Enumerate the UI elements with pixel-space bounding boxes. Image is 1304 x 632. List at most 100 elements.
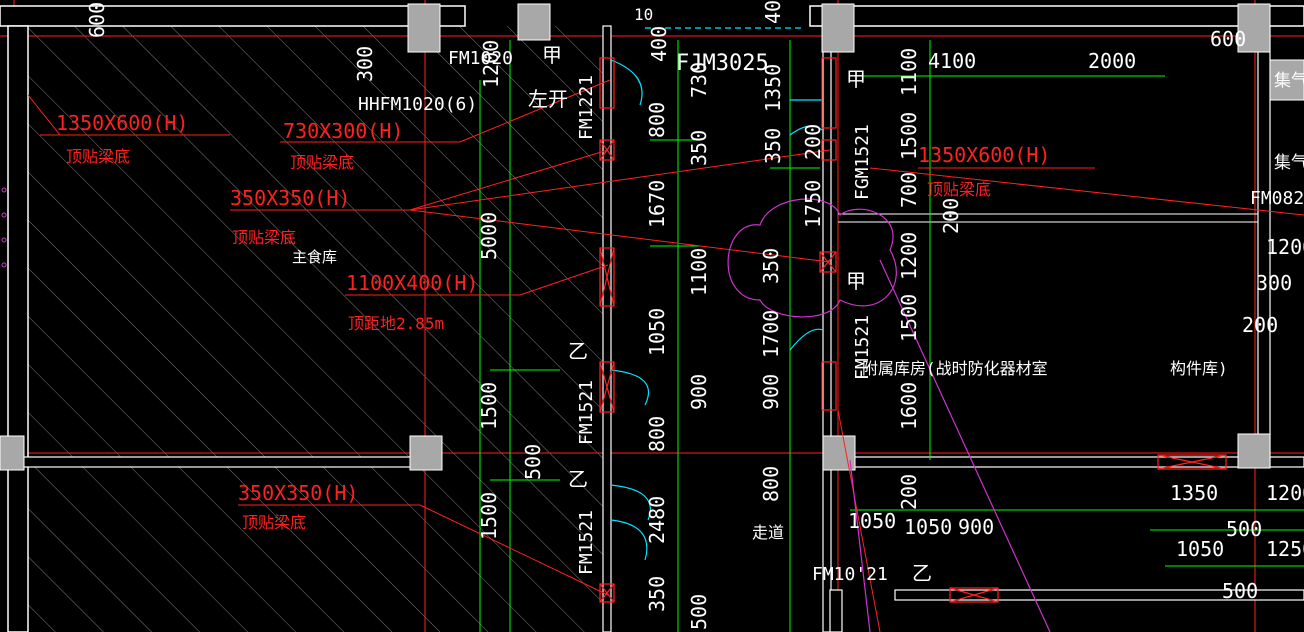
wall-bottom-right	[894, 589, 1304, 601]
dim-800-c: 800	[759, 466, 783, 502]
magenta-line-1	[879, 259, 1051, 632]
door-frame-5	[599, 583, 615, 603]
dim-1100-b: 1100	[687, 248, 711, 296]
dim-300: 300	[353, 46, 377, 82]
room-collect-1: 集气	[1274, 71, 1304, 91]
dim-2480: 2480	[645, 496, 669, 544]
door-tag-fm1521-b: FM1521	[576, 510, 597, 575]
dim-500-b: 500	[1226, 517, 1262, 541]
beam-6-size: 350X350(H)	[238, 481, 358, 505]
door-swing-fm1221	[610, 59, 643, 106]
marker-circle-1	[1, 187, 7, 193]
dim-1100-v: 1100	[897, 48, 921, 96]
marker-circle-3	[1, 237, 7, 243]
dim-1200-c: 1200	[1266, 481, 1304, 505]
door-frame-2-x2	[599, 139, 615, 161]
door-frame-4	[599, 361, 615, 413]
dimension-texts: 600 300 1200 400 400 730 1350 1100 800 3…	[85, 0, 1304, 630]
door-frames	[599, 57, 1227, 603]
door-tag-jia-2: 甲	[846, 67, 866, 91]
leader-3a	[409, 149, 609, 211]
door-frame-6	[821, 57, 837, 129]
room-annex-storage: 附属库房(战时防化器材室	[862, 359, 1048, 378]
door-tag-fm1020: FM1020	[448, 48, 513, 69]
door-frame-3	[599, 247, 615, 307]
column-2	[517, 3, 551, 41]
dim-1250: 1250	[1266, 537, 1304, 561]
dim-1050-d: 1050	[1176, 537, 1224, 561]
column-4	[1237, 3, 1271, 53]
hatch-area-left	[28, 26, 603, 632]
column-5	[409, 435, 443, 471]
door-frame-4-x2	[599, 361, 615, 413]
marker-circle-4	[1, 262, 7, 268]
column-6	[822, 435, 856, 471]
door-tag-fgm1521: FGM1521	[852, 124, 873, 200]
leader-lines	[27, 79, 1304, 632]
dim-900-b: 900	[759, 374, 783, 410]
dim-900-a: 900	[687, 374, 711, 410]
door-frame-1	[599, 57, 615, 109]
wall-corridor-left	[602, 25, 612, 632]
beam-1-note: 顶贴梁底	[66, 147, 130, 166]
dim-400-top: 400	[761, 0, 785, 24]
door-frame-10	[1157, 454, 1227, 470]
beam-6-note: 顶贴梁底	[242, 513, 306, 532]
annotation-texts: 1350X600(H) 顶贴梁底 730X300(H) 顶贴梁底 350X350…	[56, 111, 1050, 532]
leader-6b	[419, 504, 609, 596]
dim-350-a: 350	[687, 130, 711, 166]
dim-2000: 2000	[1088, 49, 1136, 73]
leader-7	[837, 409, 881, 632]
dim-1350-v: 1350	[761, 64, 785, 112]
door-tag-fm1521-c: FM1521	[852, 315, 873, 380]
room-main-food-store: 主食库	[292, 248, 337, 266]
dim-1200-a: 1200	[1266, 235, 1304, 259]
door-tag-left-open: 左开	[528, 87, 568, 111]
door-tag-num-10: 10	[634, 5, 653, 24]
dim-600-right: 600	[1210, 27, 1246, 51]
dim-1500-b: 1500	[897, 294, 921, 342]
door-frame-8-x2	[819, 251, 837, 273]
leader-1b	[27, 94, 61, 136]
leader-2b	[459, 79, 611, 143]
dim-5000: 5000	[477, 212, 501, 260]
column-8	[0, 435, 25, 471]
door-frame-10-x2	[1157, 454, 1227, 470]
dim-300-b: 300	[1256, 271, 1292, 295]
dim-600-left: 600	[85, 2, 109, 38]
doors-symbols	[610, 27, 824, 561]
dim-200-d: 200	[897, 474, 921, 510]
room-parts-store: 构件库)	[1170, 359, 1228, 378]
dim-1200-top: 1200	[479, 40, 503, 88]
dim-200-c: 200	[1242, 313, 1278, 337]
dim-200-a: 200	[801, 124, 825, 160]
room-corridor: 走道	[752, 523, 784, 542]
dim-1050-b: 1050	[848, 509, 896, 533]
dim-350-d: 350	[645, 576, 669, 612]
wall-left	[7, 25, 29, 632]
door-swing-fgm	[789, 125, 823, 136]
dim-1050-c: 1050	[904, 515, 952, 539]
dim-1600: 1600	[897, 382, 921, 430]
white-texts: FM1020 甲 FJM3025 HHFM1020(6) 左开 10 甲 甲 乙…	[292, 5, 1304, 585]
magenta-cloud	[727, 198, 897, 318]
beam-3-size: 350X350(H)	[230, 186, 350, 210]
door-tag-yi-1: 乙	[568, 339, 588, 363]
door-frame-2	[599, 139, 615, 161]
dim-500-d: 500	[687, 594, 711, 630]
beam-4-size: 1100X400(H)	[346, 271, 478, 295]
leader-3b	[409, 209, 831, 263]
door-tag-yi-3: 乙	[912, 561, 932, 585]
door-frame-7	[821, 139, 837, 161]
door-tag-fm1521-a: FM1521	[576, 380, 597, 445]
dim-500-a: 500	[521, 444, 545, 480]
door-tag-yi-2: 乙	[568, 467, 588, 491]
hatch-areas	[28, 26, 603, 632]
door-swing-fm1521-d	[789, 328, 824, 351]
door-swing-fm1521-c	[610, 519, 648, 561]
beam-4-note: 顶距地2.85m	[348, 314, 444, 333]
dim-700: 700	[897, 172, 921, 208]
wall-top-right	[809, 5, 1304, 27]
wall-top-left	[0, 5, 466, 27]
